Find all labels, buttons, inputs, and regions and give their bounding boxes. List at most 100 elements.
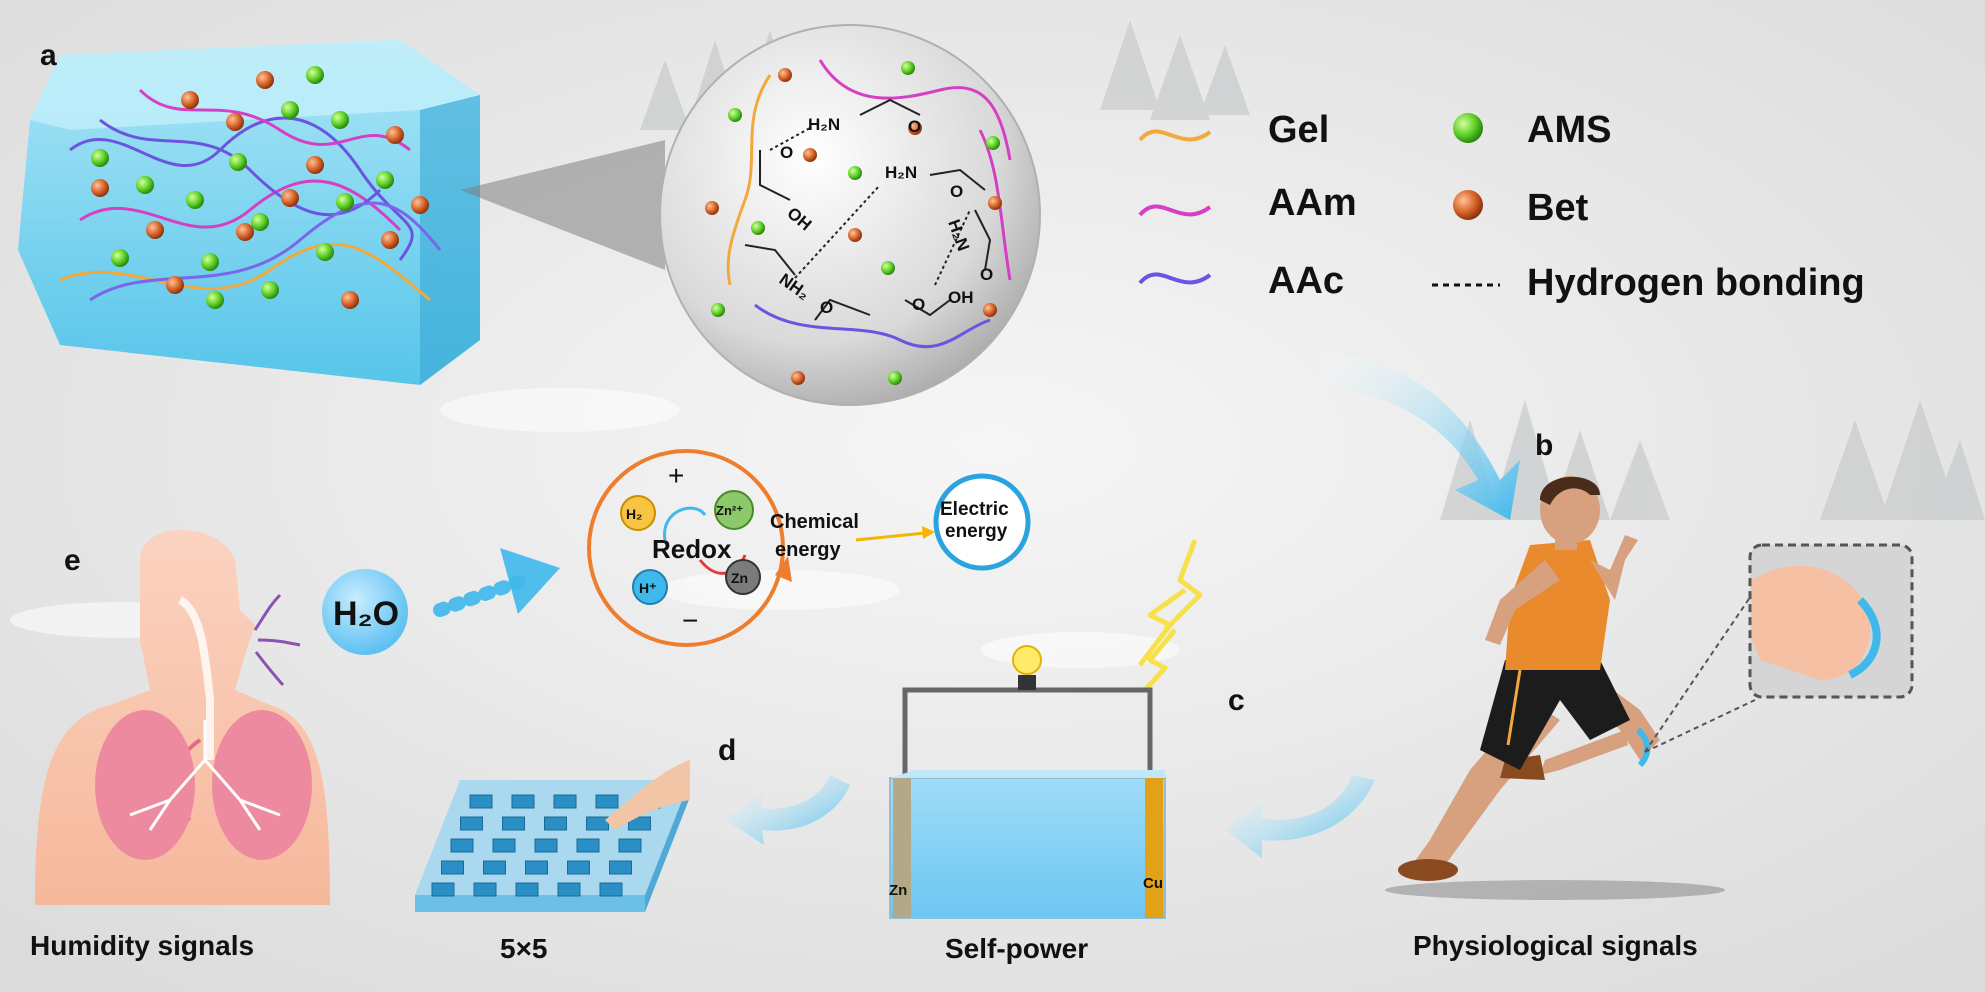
redox-cycle: + − H₂ Zn²⁺ Redox H⁺ Zn: [587, 449, 792, 647]
ams-particle: [901, 61, 915, 75]
energy-arrow: [855, 531, 926, 542]
legend-aam-label: AAm: [1268, 182, 1357, 224]
arrow-a-to-b: [1320, 350, 1520, 520]
array-key: [567, 860, 590, 875]
ams-particle: [711, 303, 725, 317]
breath-arrows: [253, 593, 301, 687]
arrow-c-to-d: [726, 775, 850, 845]
legend-gel-label: Gel: [1268, 109, 1329, 151]
lightbulb-icon: [1012, 645, 1042, 675]
redox-minus: −: [682, 605, 698, 636]
chem-label-h2n-2: H₂N: [885, 163, 917, 182]
legend-aam-swatch: [1138, 204, 1212, 217]
panel-label-d: d: [718, 734, 736, 767]
bet-particle: [988, 196, 1002, 210]
legend-bet-label: Bet: [1527, 187, 1589, 229]
zoom-cone: [460, 140, 665, 270]
bet-particle: [705, 201, 719, 215]
legend-gel-swatch: [1138, 129, 1212, 142]
array-key: [534, 838, 558, 853]
redox-hplus: H⁺: [639, 580, 657, 596]
human-body: [35, 530, 330, 905]
ams-particle: [888, 371, 902, 385]
array-key: [525, 860, 548, 875]
ams-particle: [848, 166, 862, 180]
right-lung: [212, 710, 312, 860]
bet-particle: [848, 228, 862, 242]
array-key: [618, 838, 642, 853]
array-key: [557, 882, 581, 897]
knee-inset: [1644, 543, 1914, 753]
panel-label-a: a: [40, 39, 57, 72]
ams-particle: [728, 108, 742, 122]
arrow-water-to-redox: [433, 548, 560, 617]
sensor-array: [415, 760, 690, 912]
array-key: [576, 838, 600, 853]
electric-energy-line1: Electric: [940, 499, 1009, 520]
array-key: [483, 860, 506, 875]
legend-bet-swatch: [1453, 190, 1483, 220]
ams-particle: [986, 136, 1000, 150]
array-key: [502, 816, 525, 831]
caption-array: 5×5: [500, 933, 548, 964]
array-keys: [431, 794, 661, 897]
bet-particle: [803, 148, 817, 162]
ams-particle: [881, 261, 895, 275]
caption-humidity: Humidity signals: [30, 930, 254, 961]
electric-energy-circle: [933, 473, 1031, 571]
panel-label-c: c: [1228, 684, 1245, 717]
legend-hbond-label: Hydrogen bonding: [1527, 262, 1865, 304]
zn-electrode: [893, 778, 911, 918]
chem-label-o-5: O: [820, 298, 833, 317]
zoom-sphere: H₂N O O OH H₂N O NH₂ H₂N O O OH O: [659, 24, 1041, 406]
array-key: [544, 816, 567, 831]
water-label: H₂O: [333, 595, 399, 633]
chem-label-o-4: O: [980, 265, 993, 284]
array-key: [599, 882, 623, 897]
array-key: [450, 838, 474, 853]
array-key: [515, 882, 539, 897]
legend-aac-label: AAc: [1268, 260, 1344, 302]
array-key: [492, 838, 516, 853]
panel-label-e: e: [64, 544, 81, 577]
chem-label-o-1: O: [908, 117, 921, 136]
hydrogel-block: [18, 40, 480, 385]
chem-label-oh-2: OH: [948, 288, 974, 307]
chemical-energy-line1: Chemical: [770, 511, 859, 533]
left-lung: [95, 710, 195, 860]
array-key: [628, 816, 651, 831]
cu-electrode-label: Cu: [1143, 875, 1163, 892]
ams-particle: [751, 221, 765, 235]
array-key: [609, 860, 632, 875]
lightning-icon: [1138, 539, 1203, 692]
runner-figure: [1385, 476, 1725, 900]
chem-label-o-3: O: [950, 182, 963, 201]
bet-particle: [791, 371, 805, 385]
array-key: [595, 794, 619, 809]
bet-particle: [908, 121, 922, 135]
redox-plus: +: [668, 460, 684, 491]
redox-h2: H₂: [626, 506, 642, 522]
electric-energy-line2: energy: [945, 521, 1008, 542]
caption-physiological: Physiological signals: [1413, 930, 1698, 961]
array-key: [469, 794, 493, 809]
legend-ams-label: AMS: [1527, 109, 1611, 151]
caption-selfpower: Self-power: [945, 933, 1088, 964]
legend: Gel AAm AAc AMS Bet Hydrogen bonding: [1138, 109, 1865, 304]
chemical-energy-line2: energy: [775, 539, 841, 561]
battery-cell: Zn Cu: [889, 645, 1166, 919]
redox-zn2: Zn²⁺: [716, 503, 743, 518]
chem-label-o-2: O: [780, 143, 793, 162]
array-key: [511, 794, 535, 809]
legend-aac-swatch: [1138, 272, 1212, 285]
array-key: [431, 882, 455, 897]
finger-icon: [605, 760, 690, 830]
panel-label-b: b: [1535, 429, 1553, 462]
redox-label: Redox: [652, 534, 732, 564]
energy-arrow-head: [922, 526, 935, 539]
array-key: [460, 816, 483, 831]
zn-electrode-label: Zn: [889, 882, 907, 899]
bet-particle: [778, 68, 792, 82]
